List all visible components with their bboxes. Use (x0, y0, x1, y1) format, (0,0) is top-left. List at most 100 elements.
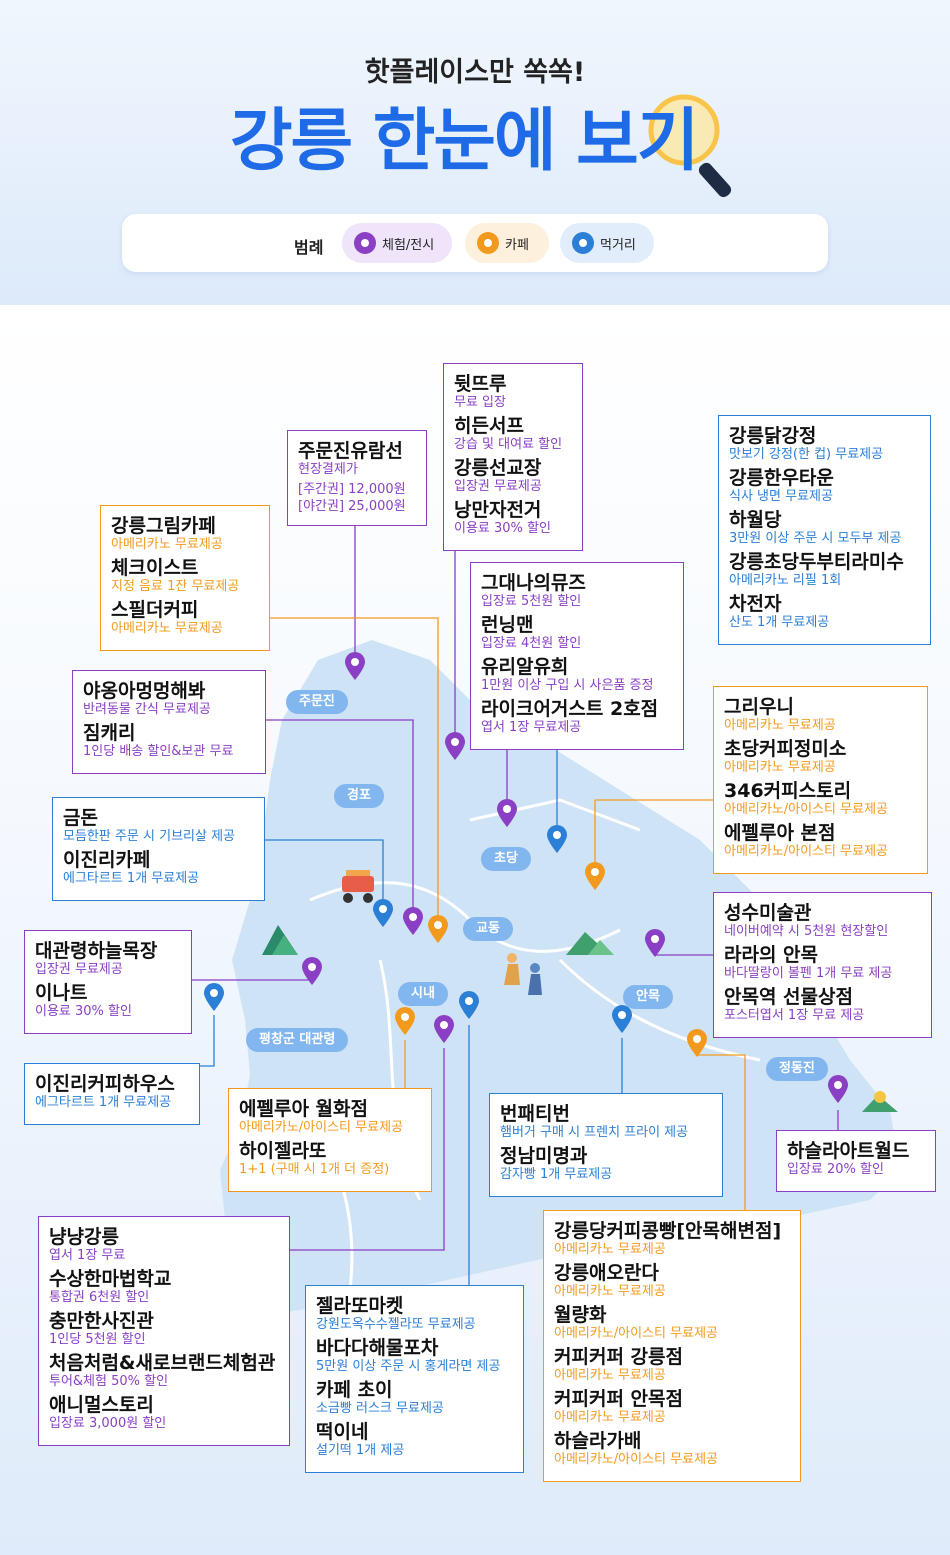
mountain-icon (262, 925, 298, 955)
place-name: 라이크어거스트 2호점 (481, 698, 659, 720)
place-name: 처음처럼&새로브랜드체험관 (49, 1352, 276, 1374)
legend-item-cafe: 카페 (465, 223, 549, 263)
map-pin-icon[interactable] (584, 861, 606, 891)
map-pin-icon[interactable] (433, 1014, 455, 1044)
benefit-text: 에그타르트 1개 무료제공 (63, 871, 200, 886)
benefit-text: 입장료 3,000원 할인 (49, 1416, 167, 1431)
place-name: 충만한사진관 (49, 1310, 154, 1332)
benefit-text: 에그타르트 1개 무료제공 (35, 1095, 172, 1110)
place-name: 체크이스트 (111, 557, 199, 579)
place-name: 이진리커피하우스 (35, 1073, 175, 1095)
benefit-text: 아메리카노 무료제공 (724, 718, 836, 733)
page-title-text: 강릉 한눈에 보 (230, 102, 639, 181)
benefit-text: 아메리카노 무료제공 (724, 760, 836, 775)
legend-item-food: 먹거리 (560, 223, 654, 263)
place-name: 애니멀스토리 (49, 1394, 154, 1416)
map-pin-icon[interactable] (496, 798, 518, 828)
place-name: 안목역 선물상점 (724, 986, 853, 1008)
benefit-text: 아메리카노 무료제공 (554, 1284, 666, 1299)
map-pin-icon[interactable] (827, 1074, 849, 1104)
benefit-text: 아메리카노 무료제공 (111, 621, 223, 636)
map-pin-icon[interactable] (444, 731, 466, 761)
mountain-icon (566, 932, 614, 955)
benefit-text: 소금빵 러스크 무료제공 (316, 1401, 444, 1416)
subtitle: 핫플레이스만 쏙쏙! (364, 57, 586, 88)
benefit-text: 감자빵 1개 무료제공 (500, 1167, 613, 1182)
benefit-text: 아메리카노 무료제공 (111, 537, 223, 552)
map-pin-icon[interactable] (372, 898, 394, 928)
place-name: 강릉그림카페 (111, 515, 216, 537)
map-pin-icon[interactable] (458, 990, 480, 1020)
place-name: 정남미명과 (500, 1145, 588, 1167)
map-pin-icon[interactable] (686, 1028, 708, 1058)
benefit-text: 5만원 이상 주문 시 홍게라면 제공 (316, 1359, 501, 1374)
map-pin-icon[interactable] (402, 906, 424, 936)
benefit-text: 아메리카노 리필 1회 (729, 573, 842, 588)
place-name: 이나트 (35, 982, 88, 1004)
benefit-text: 포스터엽서 1장 무료 제공 (724, 1008, 865, 1023)
mountain-icon (862, 1091, 898, 1112)
benefit-text: 아메리카노/아이스티 무료제공 (554, 1326, 718, 1341)
benefit-text: 입장료 4천원 할인 (481, 636, 582, 651)
place-name: 카페 초이 (316, 1379, 393, 1401)
benefit-text: 지정 음료 1잔 무료제공 (111, 579, 240, 594)
benefit-text: 입장권 무료제공 (454, 479, 542, 494)
benefit-text: 강원도옥수수젤라또 무료제공 (316, 1317, 476, 1332)
place-name: 뒷뜨루 (454, 373, 507, 395)
place-name: 떡이네 (316, 1421, 369, 1443)
benefit-text: 통합권 6천원 할인 (49, 1290, 150, 1305)
map-pin-icon[interactable] (301, 956, 323, 986)
map-pin-icon[interactable] (427, 914, 449, 944)
benefit-text: 3만원 이상 주문 시 모두부 제공 (729, 531, 902, 546)
place-name: 346커피스토리 (724, 780, 852, 802)
benefit-text: 아메리카노/아이스티 무료제공 (554, 1452, 718, 1467)
place-name: 냥냥강릉 (49, 1226, 119, 1248)
page-title-last: 기 (636, 102, 700, 181)
place-name: 그대나의뮤즈 (481, 572, 586, 594)
place-name: 커피커퍼 강릉점 (554, 1346, 683, 1368)
place-name: 성수미술관 (724, 902, 812, 924)
place-name: 커피커퍼 안목점 (554, 1388, 683, 1410)
map-pin-icon[interactable] (644, 928, 666, 958)
place-name: 번패티번 (500, 1103, 570, 1125)
benefit-text: 아메리카노/아이스티 무료제공 (724, 844, 888, 859)
benefit-text: 산도 1개 무료제공 (729, 615, 830, 630)
place-name: 강릉당커피콩빵[안목해변점] (554, 1220, 782, 1242)
place-name: 히든서프 (454, 415, 524, 437)
magnifier-icon (648, 94, 732, 198)
place-name: 그리우니 (724, 696, 794, 718)
benefit-text: 아메리카노 무료제공 (554, 1410, 666, 1425)
place-name: 강릉선교장 (454, 457, 542, 479)
road-line (558, 958, 761, 1062)
page-title: 강릉 한눈에 보기 (230, 85, 700, 184)
benefit-text: 아메리카노/아이스티 무료제공 (724, 802, 888, 817)
benefit-text: 이용료 30% 할인 (454, 521, 551, 536)
place-name: 젤라또마켓 (316, 1295, 404, 1317)
place-name: 바다다해물포차 (316, 1337, 439, 1359)
benefit-text: 맛보기 강정(한 컵) 무료제공 (729, 447, 884, 462)
map-pin-icon[interactable] (611, 1004, 633, 1034)
pin-icon (477, 232, 499, 254)
pin-icon (354, 232, 376, 254)
benefit-text: 반려동물 간식 무료제공 (83, 702, 211, 717)
benefit-text: 아메리카노/아이스티 무료제공 (239, 1120, 403, 1135)
benefit-text: 무료 입장 (454, 395, 506, 410)
region-label-jumunjin: 주문진 (286, 690, 348, 714)
place-name: 금돈 (63, 807, 98, 829)
place-name: 에펠루아 월화점 (239, 1098, 368, 1120)
region-label-daegwallyeong: 평창군 대관령 (246, 1028, 349, 1052)
benefit-text: 아메리카노 무료제공 (554, 1368, 666, 1383)
map-pin-icon[interactable] (546, 824, 568, 854)
map-pin-icon[interactable] (394, 1006, 416, 1036)
map-pin-icon[interactable] (344, 651, 366, 681)
map-pin-icon[interactable] (203, 982, 225, 1012)
